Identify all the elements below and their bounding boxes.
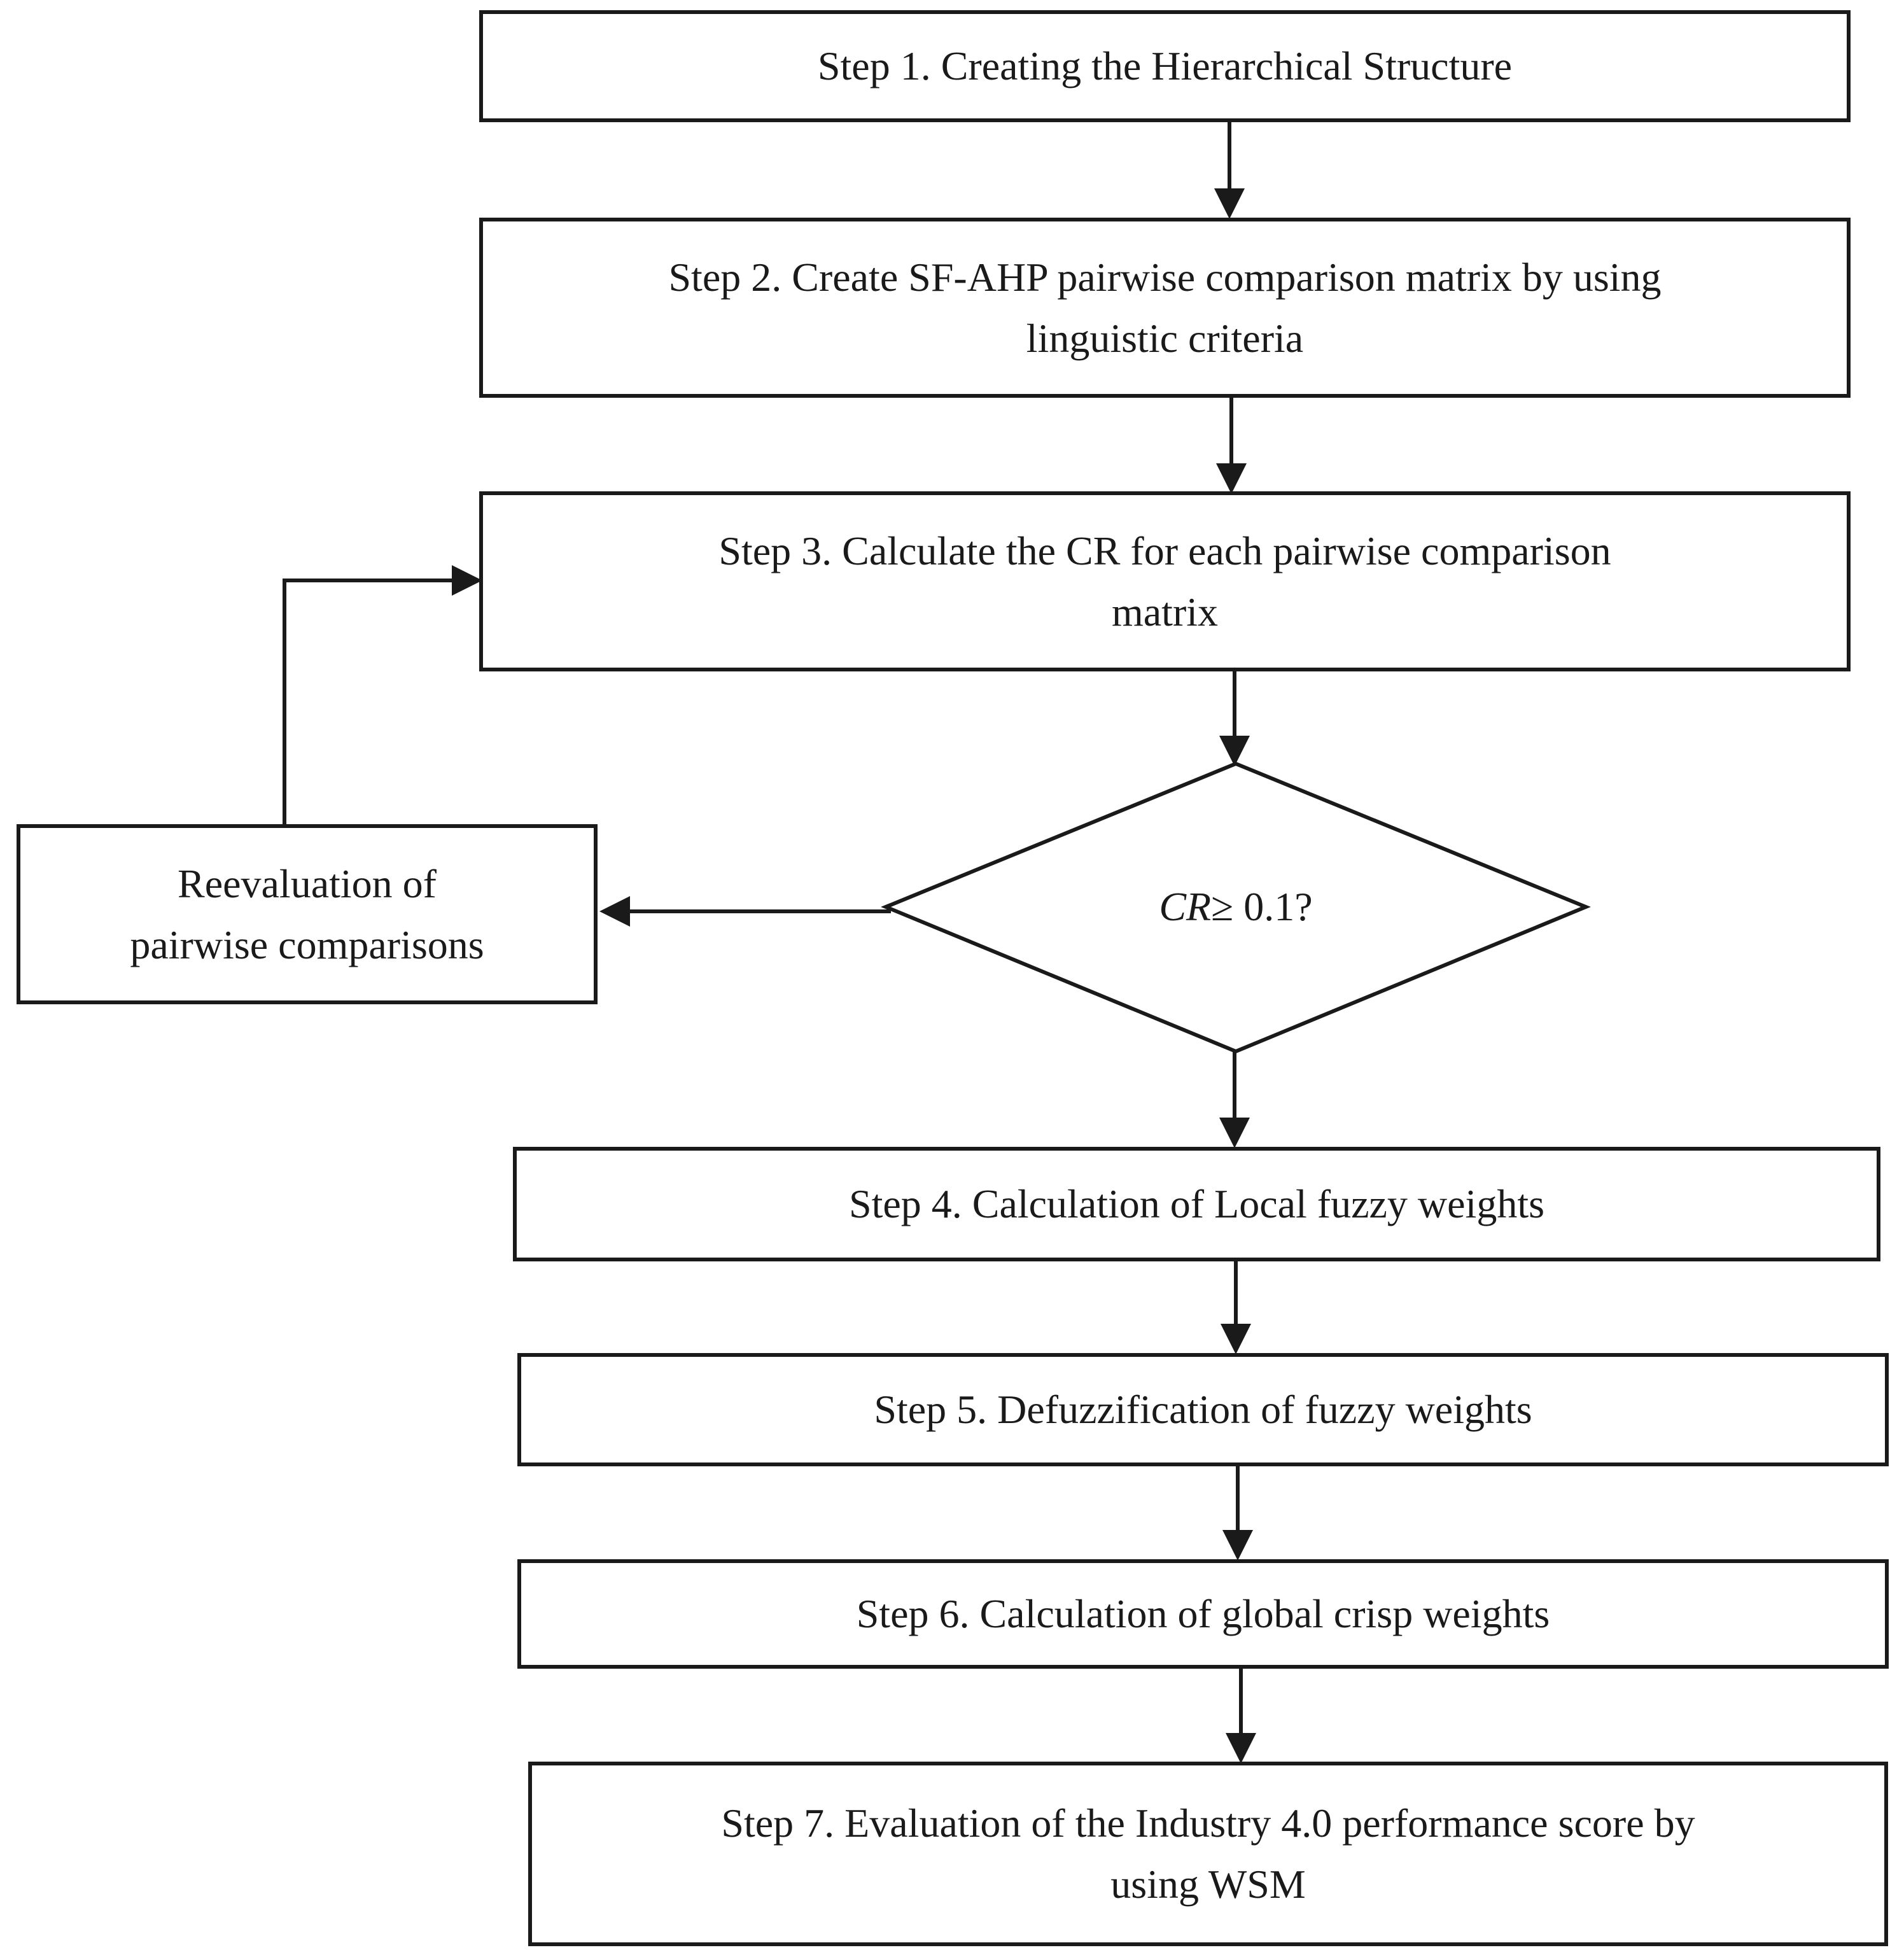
step-3-label: Step 3. Calculate the CR for each pairwi… — [718, 528, 1611, 635]
arrow-reevaluation-to-step3 — [283, 565, 482, 824]
step-1-box: Step 1. Creating the Hierarchical Struct… — [479, 10, 1851, 122]
reevaluation-box: Reevaluation of pairwise comparisons — [17, 824, 598, 1004]
decision-threshold: ≥ 0.1? — [1211, 884, 1313, 929]
step-5-box: Step 5. Defuzzification of fuzzy weights — [517, 1353, 1889, 1466]
step-1-label: Step 1. Creating the Hierarchical Struct… — [817, 43, 1513, 88]
step-4-label: Step 4. Calculation of Local fuzzy weigh… — [848, 1181, 1545, 1226]
step-5-label: Step 5. Defuzzification of fuzzy weights — [874, 1387, 1532, 1432]
step-6-box: Step 6. Calculation of global crisp weig… — [517, 1559, 1889, 1669]
step-4-box: Step 4. Calculation of Local fuzzy weigh… — [513, 1147, 1880, 1261]
step-2-box: Step 2. Create SF-AHP pairwise compariso… — [479, 218, 1851, 398]
reevaluation-label: Reevaluation of pairwise comparisons — [130, 860, 484, 967]
decision-variable: CR — [1159, 884, 1212, 929]
step-3-box: Step 3. Calculate the CR for each pairwi… — [479, 491, 1851, 671]
step-7-box: Step 7. Evaluation of the Industry 4.0 p… — [528, 1762, 1888, 1946]
step-2-label: Step 2. Create SF-AHP pairwise compariso… — [668, 254, 1662, 361]
step-6-label: Step 6. Calculation of global crisp weig… — [856, 1591, 1550, 1636]
step-7-label: Step 7. Evaluation of the Industry 4.0 p… — [721, 1800, 1695, 1907]
decision-diamond — [881, 761, 1591, 1054]
decision-condition: CR ≥ 0.1? — [1013, 875, 1459, 939]
